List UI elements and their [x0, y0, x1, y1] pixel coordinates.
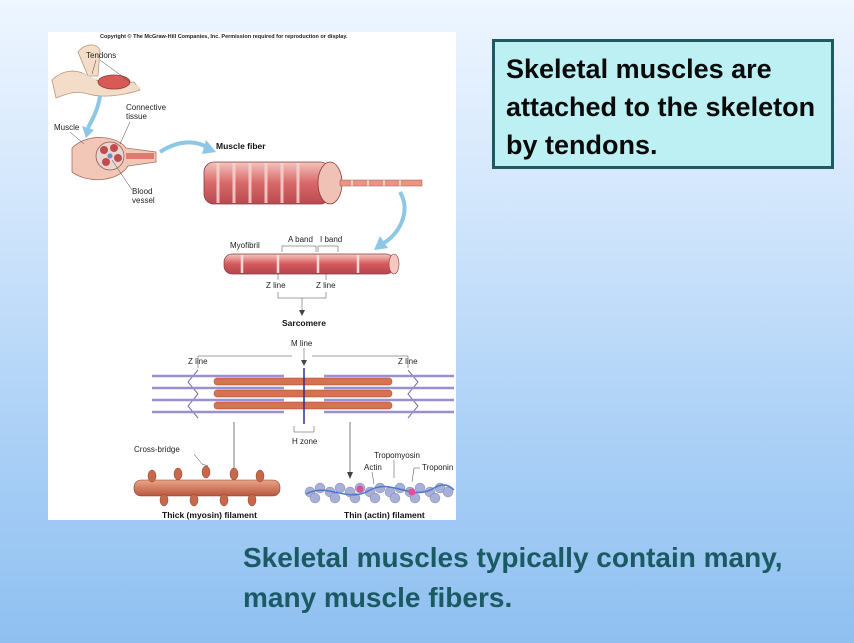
thin-filament-illustration	[304, 482, 455, 504]
thick-filament-illustration	[133, 465, 281, 507]
label-h-zone: H zone	[292, 437, 318, 446]
label-troponin: Troponin	[422, 463, 453, 472]
label-tendons: Tendons	[86, 51, 116, 60]
muscle-structure-figure: Copyright © The McGraw-Hill Companies, I…	[48, 32, 456, 520]
sarcomere-illustration	[152, 368, 454, 424]
label-tropomyosin: Tropomyosin	[374, 451, 420, 460]
label-a-band: A band	[288, 235, 313, 244]
label-muscle-fiber: Muscle fiber	[216, 141, 266, 151]
tendons-callout-box: Skeletal muscles are attached to the ske…	[492, 39, 834, 169]
label-connective-tissue-line1: Connective	[126, 103, 167, 112]
muscle-fiber-illustration	[203, 161, 423, 205]
arm-illustration	[51, 44, 141, 99]
muscle-structure-illustration: Copyright © The McGraw-Hill Companies, I…	[51, 33, 455, 520]
label-cross-bridge: Cross-bridge	[134, 445, 180, 454]
muscle-bundle-illustration	[71, 137, 157, 181]
label-z-line-upper-right: Z line	[316, 281, 336, 290]
slide-caption: Skeletal muscles typically contain many,…	[243, 538, 843, 618]
myofibril-illustration	[223, 253, 400, 275]
copyright-notice: Copyright © The McGraw-Hill Companies, I…	[100, 33, 348, 40]
label-thick-filament: Thick (myosin) filament	[162, 510, 257, 520]
label-myofibril: Myofibril	[230, 241, 260, 250]
label-blood-vessel-line1: Blood	[132, 187, 152, 196]
callout-text: Skeletal muscles are attached to the ske…	[506, 54, 816, 160]
label-blood-vessel-line2: vessel	[132, 196, 155, 205]
label-z-line-upper-left: Z line	[266, 281, 286, 290]
label-m-line: M line	[291, 339, 313, 348]
caption-text: Skeletal muscles typically contain many,…	[243, 542, 783, 613]
label-sarcomere: Sarcomere	[282, 318, 326, 328]
label-connective-tissue-line2: tissue	[126, 112, 147, 121]
label-thin-filament: Thin (actin) filament	[344, 510, 425, 520]
label-i-band: I band	[320, 235, 342, 244]
label-actin: Actin	[364, 463, 382, 472]
label-muscle: Muscle	[54, 123, 80, 132]
